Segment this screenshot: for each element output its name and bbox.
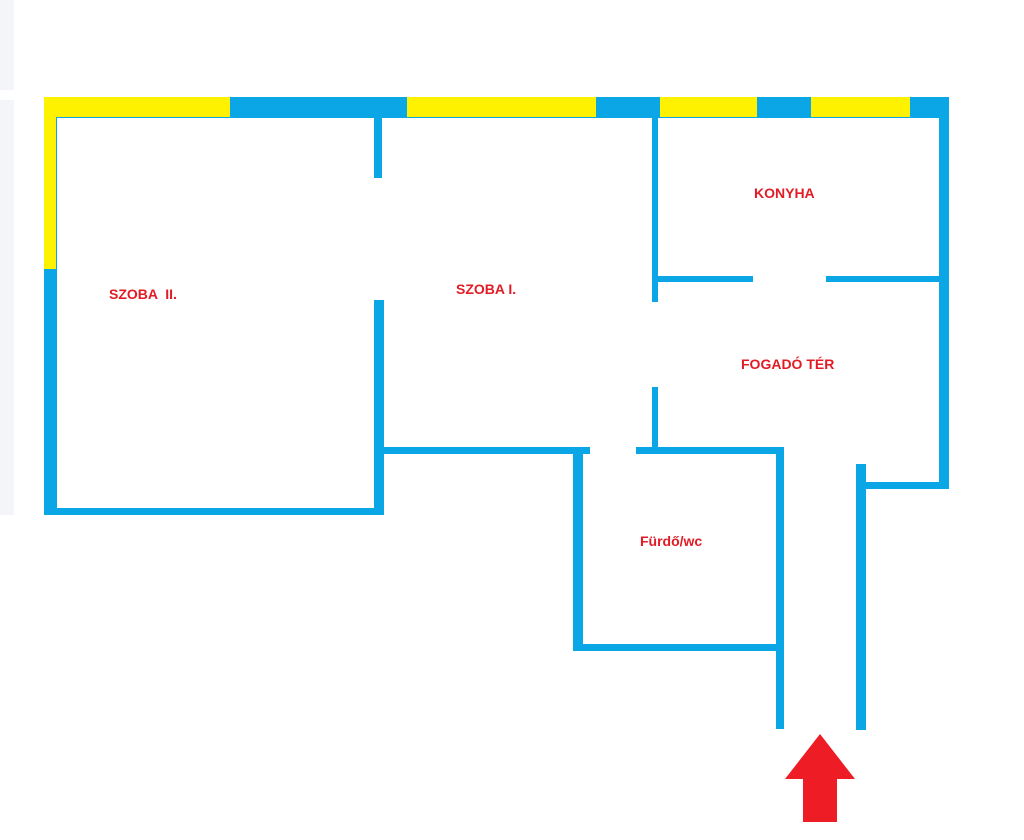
left-edge-strip — [0, 0, 14, 90]
window-konyha-1 — [660, 97, 757, 117]
window-szoba-1 — [407, 97, 596, 117]
window-konyha-2 — [811, 97, 910, 117]
windows — [44, 97, 910, 269]
room-label-szoba-1: SZOBA I. — [456, 281, 516, 297]
window-szoba-2 — [44, 97, 230, 117]
fogado-bottom-wall — [866, 482, 949, 489]
konyha-bottom-wall-left — [652, 276, 753, 282]
window-left-wall — [44, 97, 56, 269]
szoba-1-konyha-wall — [652, 117, 658, 279]
szoba-2-bottom-wall — [44, 508, 384, 515]
left-edge-strip-lower — [0, 100, 14, 515]
room-label-konyha: KONYHA — [754, 185, 815, 201]
furdo-left-wall — [573, 447, 583, 651]
szoba-1-fogado-wall-upper — [652, 280, 658, 302]
right-wall — [939, 97, 949, 489]
szoba-2-1-wall-upper — [374, 117, 382, 178]
corridor-right-wall — [856, 464, 866, 730]
room-label-fogado-ter: FOGADÓ TÉR — [741, 355, 834, 372]
furdo-top-wall — [636, 447, 784, 454]
szoba-1-bottom-wall — [382, 447, 590, 454]
up-arrow-icon — [785, 734, 855, 822]
room-label-furdo-wc: Fürdő/wc — [640, 533, 702, 549]
furdo-right-wall — [776, 447, 784, 729]
konyha-bottom-wall-right — [826, 276, 943, 282]
szoba-2-1-wall-lower — [374, 300, 384, 515]
furdo-bottom-wall — [573, 644, 783, 651]
room-label-szoba-2: SZOBA II. — [109, 286, 177, 302]
szoba-1-fogado-wall-lower — [652, 387, 658, 453]
